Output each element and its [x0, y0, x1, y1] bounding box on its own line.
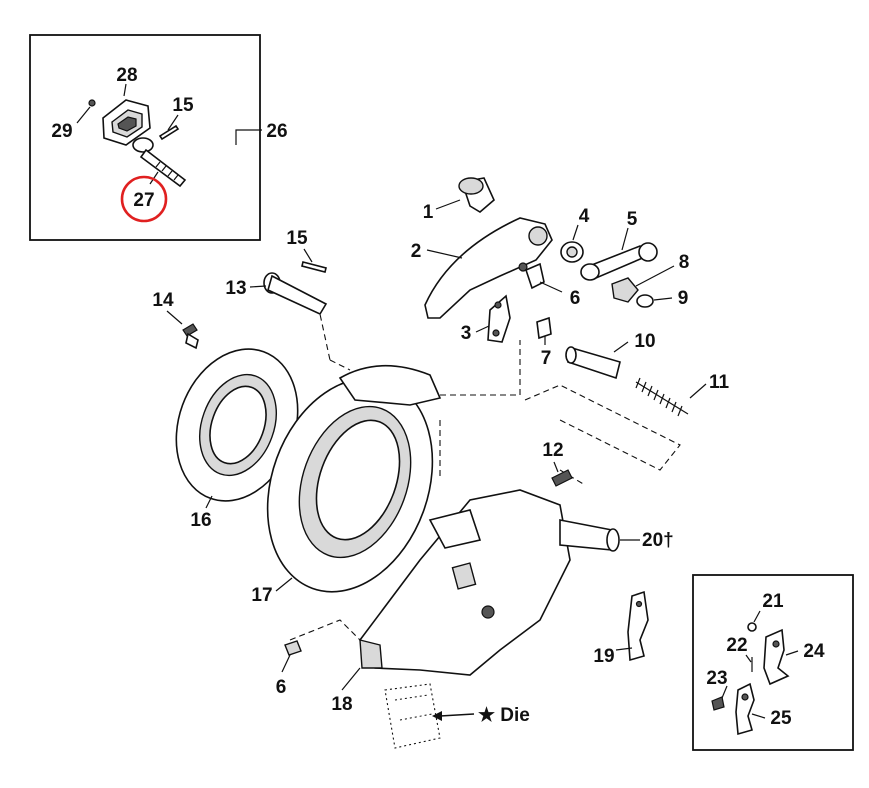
label-28: 28 — [116, 65, 137, 86]
part-13-bolt — [263, 272, 328, 316]
part-20-shaft — [559, 519, 620, 552]
label-15-inset: 15 — [172, 95, 194, 116]
part-24-latch — [763, 628, 790, 686]
label-6a: 6 — [570, 288, 581, 309]
label-die: ★ Die — [478, 705, 530, 726]
label-18: 18 — [331, 694, 352, 715]
part-3-link — [487, 294, 511, 343]
inset-top-left: 28 15 29 26 27 — [29, 34, 288, 241]
label-20: 20† — [642, 530, 674, 551]
label-8: 8 — [679, 252, 690, 273]
part-16-ring-plate — [175, 348, 299, 502]
part-7-pin — [536, 316, 552, 340]
part-25-latch — [735, 682, 755, 736]
part-11-spring — [635, 377, 689, 417]
label-21: 21 — [762, 591, 784, 612]
part-19-latch — [627, 590, 649, 662]
highlight-circle — [120, 175, 168, 223]
assembly-lines — [289, 304, 681, 641]
part-6b-pin — [284, 640, 302, 656]
part-6-pin — [525, 262, 545, 290]
label-11: 11 — [709, 372, 730, 393]
part-9-washer — [636, 294, 654, 308]
label-16: 16 — [190, 510, 211, 531]
die-outline — [384, 683, 441, 749]
label-29: 29 — [51, 121, 72, 142]
part-2-arm — [424, 217, 553, 319]
label-2: 2 — [411, 241, 422, 262]
label-6b: 6 — [276, 677, 287, 698]
label-4: 4 — [579, 206, 590, 227]
part-12-screw — [551, 469, 573, 487]
label-14: 14 — [152, 290, 174, 311]
label-1: 1 — [423, 202, 434, 223]
leader-lines — [166, 199, 707, 721]
label-12: 12 — [542, 440, 563, 461]
inset-bottom-right: 21 22 24 23 25 — [692, 574, 854, 751]
label-27: 27 — [133, 190, 154, 211]
part-21-nut — [747, 622, 757, 632]
part-15-pin-inset — [158, 124, 180, 141]
part-18-body — [359, 489, 571, 676]
part-8-nut — [611, 277, 639, 303]
label-26: 26 — [266, 121, 287, 142]
part-23-screw — [711, 696, 725, 711]
part-14-screw — [182, 323, 199, 350]
label-25: 25 — [770, 708, 792, 729]
label-7: 7 — [541, 348, 552, 369]
label-19: 19 — [593, 646, 614, 667]
label-17: 17 — [251, 585, 272, 606]
main-labels: 1 2 3 4 5 6 7 8 9 10 11 12 13 14 15 16 1… — [152, 202, 729, 726]
part-5-lever — [580, 242, 658, 281]
label-24: 24 — [803, 641, 825, 662]
label-22: 22 — [726, 635, 747, 656]
label-9: 9 — [678, 288, 689, 309]
label-23: 23 — [706, 668, 727, 689]
label-13: 13 — [225, 278, 246, 299]
part-15-pin — [301, 261, 327, 273]
part-17-cam-plate — [266, 364, 442, 593]
part-27-bolt — [132, 137, 187, 188]
label-10: 10 — [634, 331, 655, 352]
part-28-block — [102, 99, 151, 146]
part-29-screw — [88, 99, 96, 107]
label-5: 5 — [627, 209, 638, 230]
label-3: 3 — [461, 323, 472, 344]
label-15: 15 — [286, 228, 308, 249]
part-1-bushing — [458, 177, 495, 213]
